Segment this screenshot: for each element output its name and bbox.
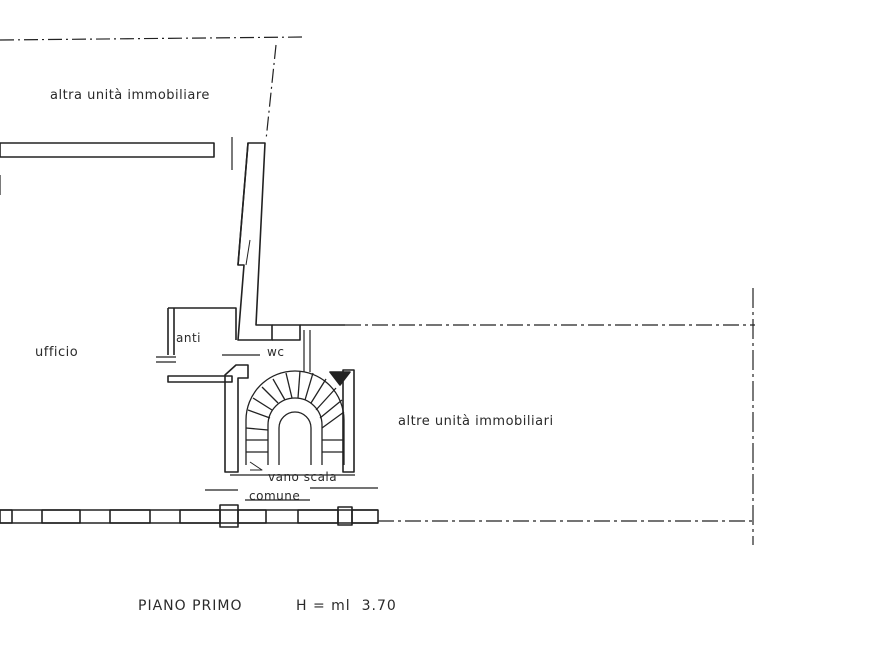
- room-label-comune: comune: [249, 489, 301, 503]
- slanted-wall: [237, 142, 273, 341]
- stair-enclosure: [224, 364, 249, 473]
- spiral-stair: [245, 370, 345, 471]
- room-label-anti: anti: [176, 331, 201, 345]
- room-label-wc: wc: [267, 345, 285, 359]
- bottom-wall: [0, 504, 379, 528]
- floor-label: PIANO PRIMO: [138, 598, 243, 614]
- room-label-altra-unita: altra unità immobiliare: [50, 88, 210, 103]
- slanted-boundary-line: [265, 44, 277, 141]
- room-label-altre-unita: altre unità immobiliari: [398, 414, 554, 429]
- top-wall: [0, 142, 215, 158]
- top-boundary-line: [0, 36, 306, 41]
- room-label-vano-scala: vano scala: [268, 470, 338, 484]
- wc-wall: [272, 324, 301, 341]
- height-label: H = ml 3.70: [296, 598, 397, 614]
- anti-wall: [167, 307, 237, 355]
- room-label-ufficio: ufficio: [35, 345, 79, 360]
